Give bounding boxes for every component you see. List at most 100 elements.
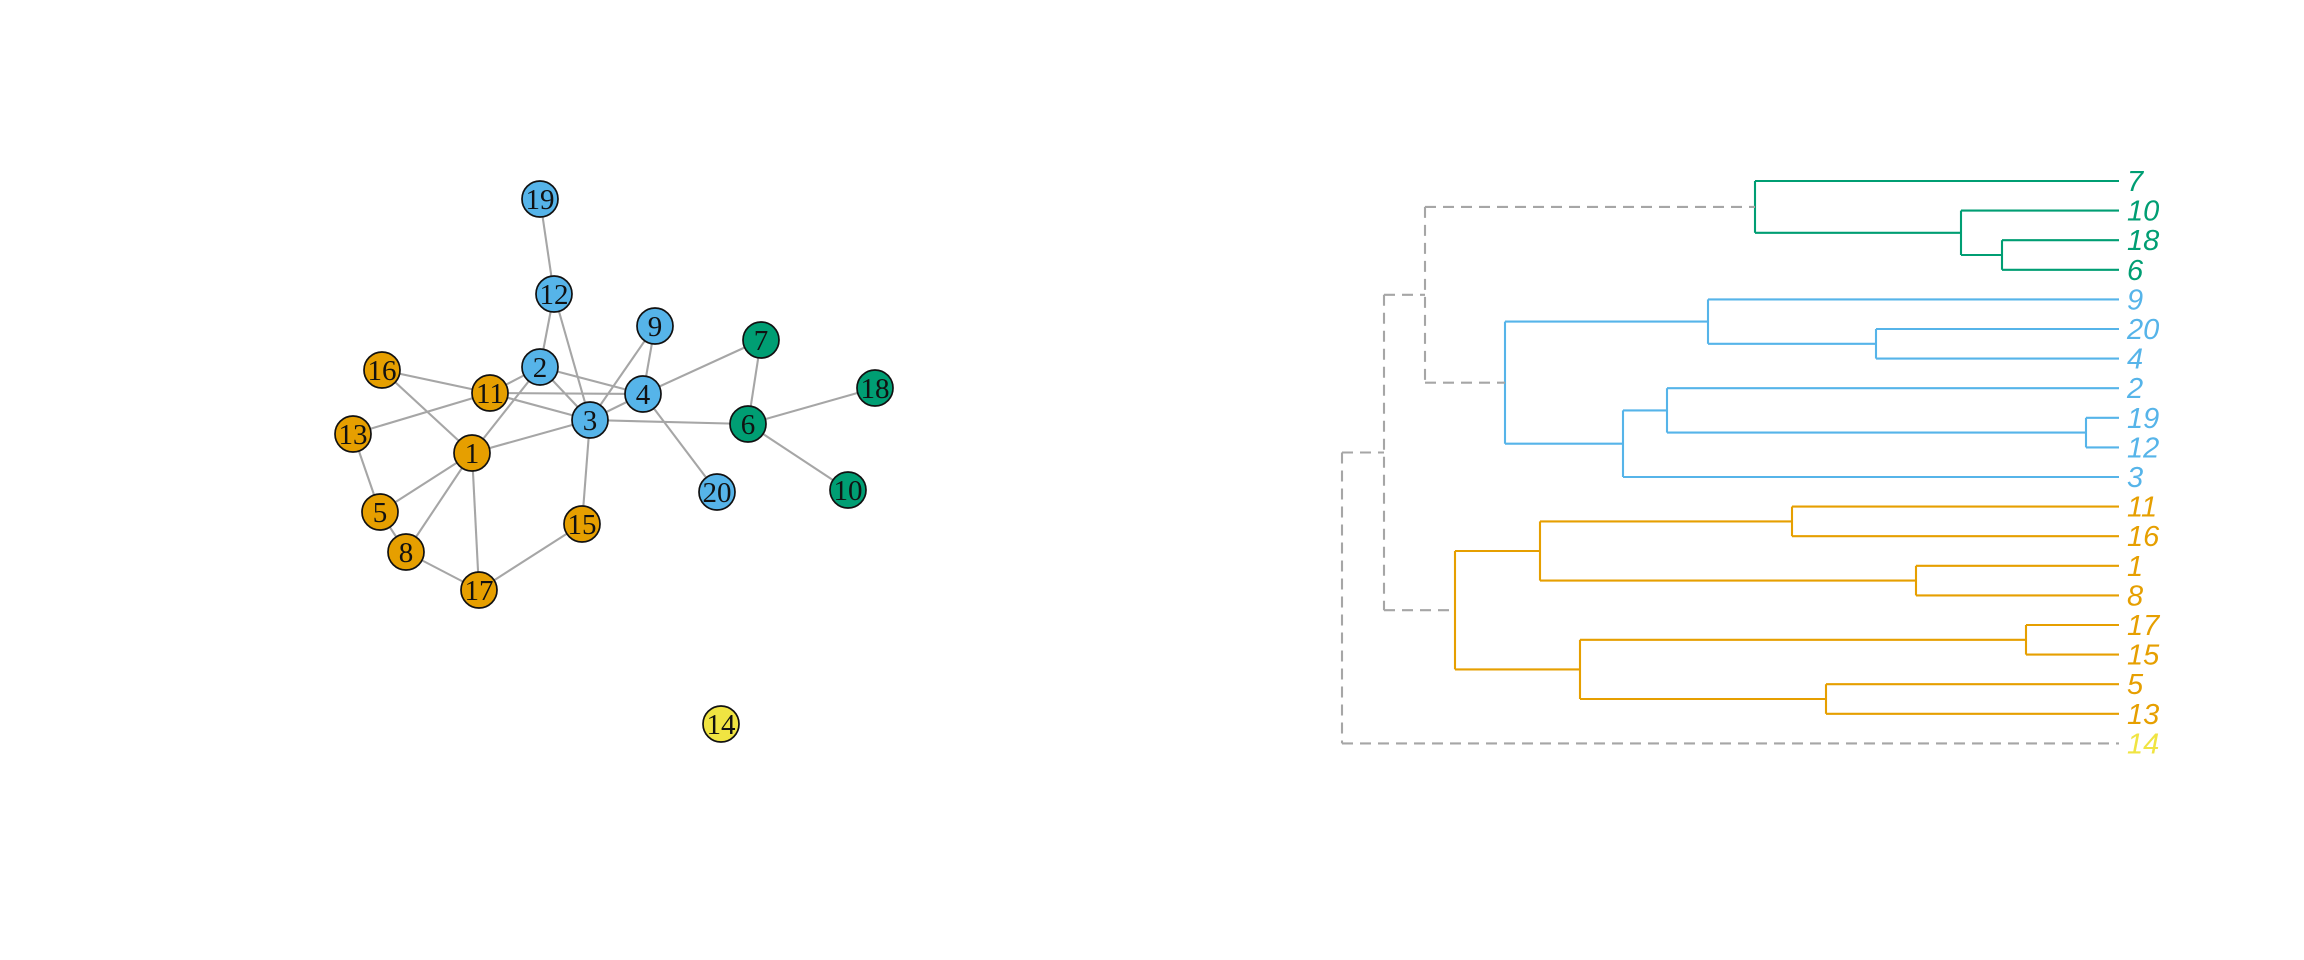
dendrogram-leaf-label: 5 [2127, 669, 2144, 701]
network-edges [352, 198, 876, 591]
network-node-label: 9 [648, 311, 663, 343]
network-node-circle [829, 471, 867, 509]
network-node-circle [563, 505, 601, 543]
dendrogram-leaf-label: 12 [2127, 432, 2159, 464]
dendrogram-leaf-label: 8 [2127, 580, 2143, 612]
network-edge-4-20 [642, 393, 718, 493]
network-node-13: 13 [334, 415, 372, 453]
network-node-circle [535, 275, 573, 313]
network-node-circle [363, 351, 401, 389]
dendrogram-leaf-label: 7 [2127, 166, 2145, 198]
network-edge-1-17 [470, 452, 481, 591]
network-node-label: 1 [465, 438, 480, 470]
dendrogram-leaf-label: 3 [2127, 462, 2143, 494]
network-node-circle [742, 321, 780, 359]
network-node-label: 5 [373, 497, 388, 529]
network-node-11: 11 [471, 374, 509, 412]
network-node-label: 13 [339, 419, 368, 451]
network-node-label: 17 [465, 575, 494, 607]
network-node-label: 20 [703, 477, 732, 509]
network-node-16: 16 [363, 351, 401, 389]
network-node-19: 19 [521, 180, 559, 218]
network-node-circle [624, 375, 662, 413]
network-edge-13-11 [352, 391, 491, 436]
network-node-circle [702, 705, 740, 743]
network-edge-17-15 [478, 523, 583, 591]
network-node-circle [361, 493, 399, 531]
dendrogram-leaf-label: 19 [2127, 403, 2159, 435]
dendrogram-leaf-label: 17 [2127, 610, 2161, 642]
network-node-15: 15 [563, 505, 601, 543]
network-edge-1-3 [471, 418, 591, 455]
network-node-2: 2 [521, 348, 559, 386]
network-node-label: 3 [583, 405, 598, 437]
network-node-label: 6 [741, 409, 756, 441]
network-node-label: 12 [540, 279, 569, 311]
dendrogram-leaf-label: 11 [2127, 492, 2157, 524]
network-node-label: 16 [368, 355, 397, 387]
network-node-circle [636, 307, 674, 345]
network-node-4: 4 [624, 375, 662, 413]
network-node-14: 14 [702, 705, 740, 743]
network-node-circle [387, 533, 425, 571]
dendrogram-links [1340, 179, 2119, 745]
network-node-8: 8 [387, 533, 425, 571]
network-node-circle [334, 415, 372, 453]
network-node-18: 18 [856, 369, 894, 407]
dendrogram-leaf-label: 9 [2127, 284, 2143, 316]
dendrogram-leaf-label: 10 [2127, 196, 2159, 228]
network-node-label: 11 [476, 378, 504, 410]
network-node-label: 2 [533, 352, 548, 384]
network-edge-3-6 [589, 418, 749, 426]
dendrogram-leaf-label: 6 [2127, 255, 2144, 287]
dendrogram-leaf-label: 2 [2126, 373, 2143, 405]
network-node-circle [698, 473, 736, 511]
network-node-circle [460, 571, 498, 609]
network-node-9: 9 [636, 307, 674, 345]
network-node-circle [521, 348, 559, 386]
dendrogram-leaf-label: 16 [2127, 521, 2160, 553]
network-node-circle [453, 434, 491, 472]
network-node-label: 15 [568, 509, 597, 541]
network-node-6: 6 [729, 405, 767, 443]
network-edge-11-4 [489, 391, 644, 396]
network-edge-6-18 [747, 386, 876, 426]
network-node-1: 1 [453, 434, 491, 472]
network-node-3: 3 [571, 401, 609, 439]
network-node-label: 14 [707, 709, 737, 741]
network-edge-6-10 [747, 423, 849, 491]
network-edge-9-3 [589, 325, 656, 421]
dendrogram-leaf-label: 1 [2127, 551, 2143, 583]
dendrogram-leaf-label: 4 [2127, 344, 2143, 376]
dendrogram-leaf-label: 14 [2127, 728, 2159, 760]
network-node-circle [856, 369, 894, 407]
network-node-label: 4 [636, 379, 651, 411]
network-edge-12-3 [552, 293, 592, 421]
network-node-circle [471, 374, 509, 412]
network-node-circle [729, 405, 767, 443]
network-node-label: 19 [526, 184, 555, 216]
dendrogram-leaf-label: 13 [2127, 699, 2159, 731]
network-node-17: 17 [460, 571, 498, 609]
network-node-5: 5 [361, 493, 399, 531]
network-node-12: 12 [535, 275, 573, 313]
network-node-10: 10 [829, 471, 867, 509]
network-node-20: 20 [698, 473, 736, 511]
network-node-label: 18 [861, 373, 890, 405]
network-node-circle [521, 180, 559, 218]
network-node-label: 8 [399, 537, 414, 569]
dendrogram-leaf-label: 18 [2127, 225, 2159, 257]
network-node-circle [571, 401, 609, 439]
network-node-label: 10 [834, 475, 863, 507]
network-node-label: 7 [754, 325, 769, 357]
dendrogram-leaf-label: 15 [2127, 640, 2160, 672]
network-node-7: 7 [742, 321, 780, 359]
network-edge-4-7 [642, 339, 762, 395]
network-edge-1-8 [405, 452, 473, 553]
dendrogram-leaf-label: 20 [2126, 314, 2159, 346]
